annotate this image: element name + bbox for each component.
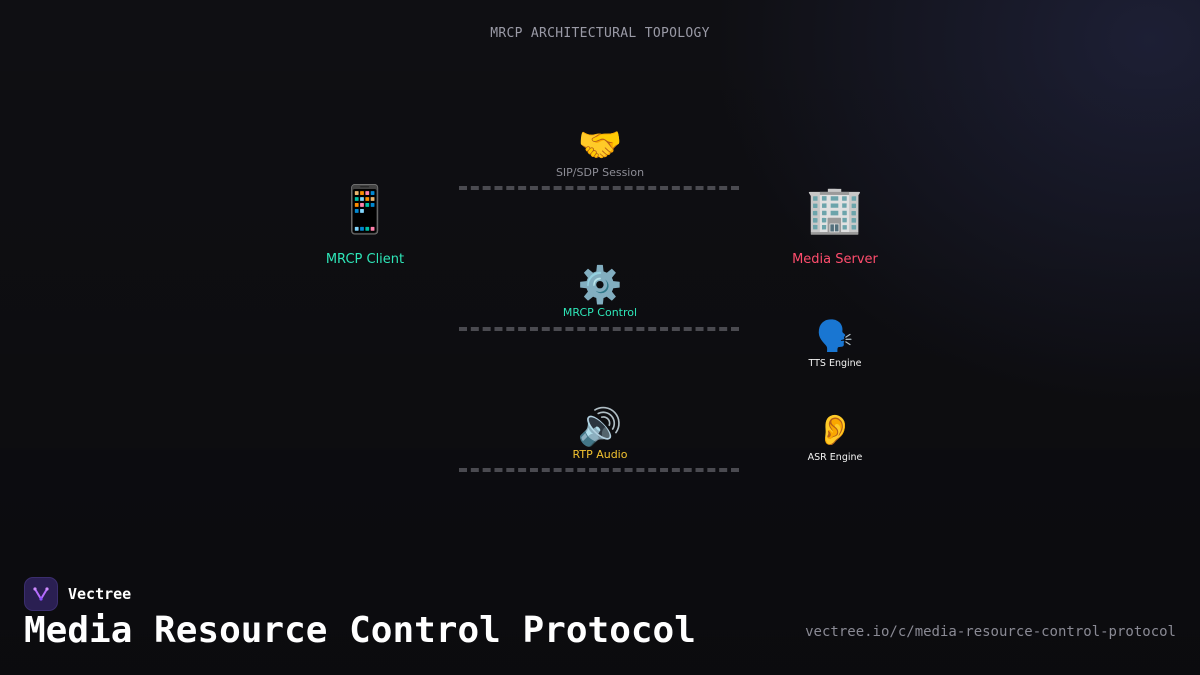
sip-sdp-link-label: 🤝 SIP/SDP Session [530,125,670,180]
page-title: Media Resource Control Protocol [24,610,696,651]
mrcp-client-label: MRCP Client [325,252,405,267]
mrcp-control-link-label: ⚙️ MRCP Control [530,265,670,320]
office-building-icon: 🏢 [806,182,864,236]
brand: Vectree [24,577,131,611]
diagram-title: MRCP ARCHITECTURAL TOPOLOGY [490,26,710,41]
media-server-label: Media Server [792,252,878,267]
mrcp-control-connector-line [459,327,739,331]
sip-sdp-connector-line [459,186,739,190]
tts-engine-label: TTS Engine [808,358,862,369]
rtp-audio-link-label: 🔊 RTP Audio [530,407,670,462]
speaking-head-icon: 🗣️ [816,319,854,354]
vectree-logo-icon [24,577,58,611]
media-server-node: 🏢 Media Server [770,186,900,267]
rtp-audio-connector-line [459,468,739,472]
mrcp-client-node: 📱 MRCP Client [300,186,430,267]
mrcp-control-label: MRCP Control [562,306,638,319]
source-url: vectree.io/c/media-resource-control-prot… [805,624,1176,640]
speaker-icon: 🔊 [577,407,623,448]
rtp-audio-label: RTP Audio [572,448,628,461]
mobile-phone-icon: 📱 [336,182,394,236]
tts-engine-node: 🗣️ TTS Engine [790,319,880,370]
asr-engine-node: 👂 ASR Engine [790,413,880,464]
gear-icon: ⚙️ [577,265,623,306]
asr-engine-label: ASR Engine [807,452,863,463]
brand-name: Vectree [68,585,132,603]
ear-icon: 👂 [816,413,854,448]
sip-sdp-label: SIP/SDP Session [555,166,645,179]
handshake-icon: 🤝 [577,125,623,166]
